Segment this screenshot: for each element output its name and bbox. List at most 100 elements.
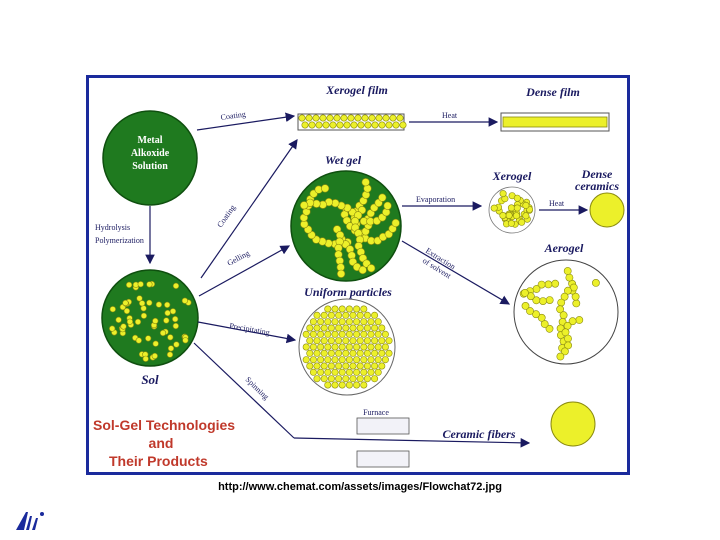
particle — [362, 115, 368, 121]
particle — [379, 325, 385, 331]
particle — [361, 344, 367, 350]
particle — [557, 353, 564, 360]
particle — [386, 122, 392, 128]
particle — [124, 308, 130, 314]
gelling-label: Gelling — [226, 249, 251, 268]
particle — [372, 122, 378, 128]
particle — [314, 350, 320, 356]
particle — [371, 312, 377, 318]
particle — [350, 325, 356, 331]
particle — [573, 300, 580, 307]
particle — [560, 312, 567, 319]
particle — [364, 312, 370, 318]
particle — [170, 309, 176, 315]
particle — [335, 325, 341, 331]
particle — [328, 325, 334, 331]
furnace-bottom — [357, 451, 409, 467]
particle — [379, 194, 387, 202]
particle — [357, 376, 363, 382]
particle — [335, 350, 341, 356]
particle — [392, 219, 400, 227]
particle — [353, 357, 359, 363]
ceramics-label: ceramics — [575, 179, 619, 193]
particle — [335, 312, 341, 318]
uniform-particles-label: Uniform particles — [304, 285, 392, 299]
particle — [168, 335, 174, 341]
ceramic-fiber-node — [551, 402, 595, 446]
particle — [379, 363, 385, 369]
particle — [386, 350, 392, 356]
heat-film-label: Heat — [442, 111, 458, 120]
particle — [361, 306, 367, 312]
title-line-3: Their Products — [109, 453, 208, 469]
particle — [152, 353, 158, 359]
particle — [390, 115, 396, 121]
coating-top-label: Coating — [220, 110, 246, 122]
particle — [368, 369, 374, 375]
particle — [337, 270, 345, 278]
particle — [351, 122, 357, 128]
particle — [521, 289, 528, 296]
particle — [355, 115, 361, 121]
particle — [310, 357, 316, 363]
particle — [346, 357, 352, 363]
particle — [109, 326, 115, 332]
particle — [375, 344, 381, 350]
particle — [172, 316, 178, 322]
particle — [343, 350, 349, 356]
particle — [334, 115, 340, 121]
particle — [310, 369, 316, 375]
particle — [491, 205, 497, 211]
particle — [320, 115, 326, 121]
particle — [167, 352, 173, 358]
source-url: http://www.chemat.com/assets/images/Flow… — [0, 481, 720, 493]
particle — [327, 115, 333, 121]
particle — [379, 338, 385, 344]
particle — [332, 382, 338, 388]
particle — [365, 122, 371, 128]
xerogel-node — [489, 187, 535, 233]
particle — [361, 382, 367, 388]
particle — [350, 376, 356, 382]
particle — [339, 344, 345, 350]
particle — [357, 350, 363, 356]
particle — [362, 178, 370, 186]
particle — [160, 330, 166, 336]
particle — [353, 331, 359, 337]
particle — [310, 319, 316, 325]
particle — [183, 338, 189, 344]
particle — [344, 122, 350, 128]
particle — [303, 357, 309, 363]
particle — [393, 122, 399, 128]
particle — [522, 302, 529, 309]
wet-gel-node — [291, 171, 401, 281]
particle — [313, 115, 319, 121]
alkoxide-label: Alkoxide — [131, 148, 170, 159]
particle — [147, 300, 153, 306]
particle — [307, 363, 313, 369]
particle — [376, 115, 382, 121]
particle — [368, 319, 374, 325]
evaporation-label: Evaporation — [416, 195, 455, 204]
particle — [325, 369, 331, 375]
particle — [325, 319, 331, 325]
particle — [328, 338, 334, 344]
particle — [371, 350, 377, 356]
particle — [303, 344, 309, 350]
particle — [174, 342, 180, 348]
particle — [367, 264, 375, 272]
particle — [314, 338, 320, 344]
sol-node: Sol — [102, 270, 198, 387]
particle — [343, 363, 349, 369]
uniform-particles-node — [299, 299, 395, 395]
xerogel-label: Xerogel — [492, 169, 532, 183]
particle — [303, 331, 309, 337]
particle — [371, 338, 377, 344]
dense-film-node — [501, 113, 609, 131]
particle — [358, 122, 364, 128]
furnace-label: Furnace — [363, 408, 389, 417]
particle — [384, 202, 392, 210]
particle — [357, 312, 363, 318]
particle — [361, 319, 367, 325]
particle — [341, 115, 347, 121]
